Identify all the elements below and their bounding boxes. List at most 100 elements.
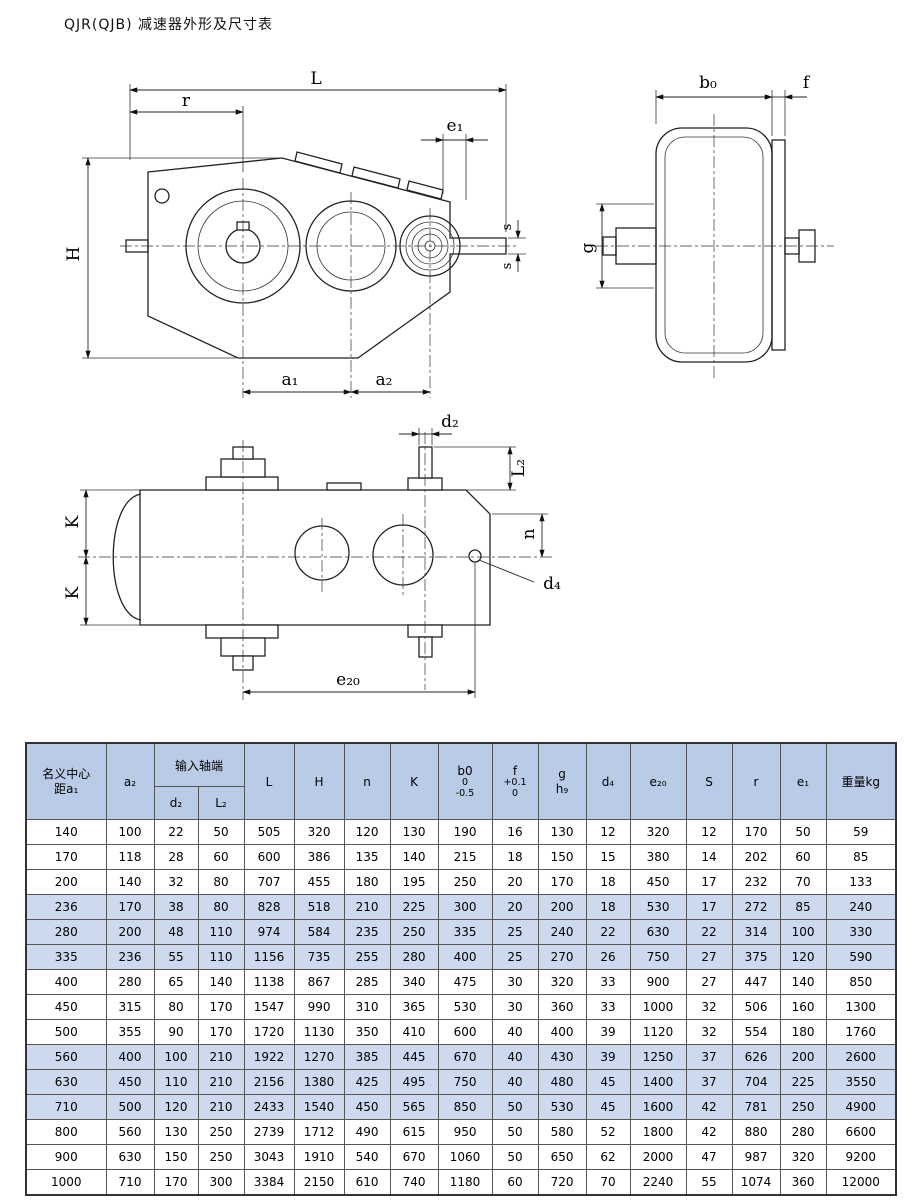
dim-label-a1: a₁ xyxy=(282,370,299,390)
table-cell: 450 xyxy=(629,869,687,895)
table-cell: 740 xyxy=(389,1169,439,1196)
table-cell: 670 xyxy=(437,1044,493,1070)
table-cell: 70 xyxy=(585,1169,631,1196)
table-cell: 360 xyxy=(779,1169,827,1196)
table-cell: 1180 xyxy=(437,1169,493,1196)
col-header-b0: b0 0 -0.5 xyxy=(437,742,493,820)
page-title: QJR(QJB) 减速器外形及尺寸表 xyxy=(64,17,274,33)
table-cell: 170 xyxy=(197,994,245,1020)
table-cell: 670 xyxy=(389,1144,439,1170)
table-cell: 135 xyxy=(343,844,391,870)
table-cell: 3384 xyxy=(243,1169,295,1196)
table-cell: 235 xyxy=(343,919,391,945)
table-cell: 250 xyxy=(197,1144,245,1170)
table-cell: 386 xyxy=(293,844,345,870)
dim-label-L: L xyxy=(310,69,321,89)
col-header-n: n xyxy=(343,742,391,820)
table-cell: 320 xyxy=(779,1144,827,1170)
table-cell: 1138 xyxy=(243,969,295,995)
table-cell: 335 xyxy=(25,944,107,970)
table-cell: 310 xyxy=(343,994,391,1020)
table-cell: 55 xyxy=(685,1169,733,1196)
table-cell: 280 xyxy=(779,1119,827,1145)
d4-hole xyxy=(468,549,482,563)
table-cell: 1300 xyxy=(825,994,897,1020)
table-cell: 170 xyxy=(153,1169,199,1196)
table-cell: 450 xyxy=(105,1069,155,1095)
table-cell: 500 xyxy=(105,1094,155,1120)
table-cell: 180 xyxy=(779,1019,827,1045)
table-cell: 85 xyxy=(825,844,897,870)
table-cell: 22 xyxy=(585,919,631,945)
table-cell: 38 xyxy=(153,894,199,920)
table-cell: 560 xyxy=(105,1119,155,1145)
table-cell: 250 xyxy=(389,919,439,945)
table-cell: 65 xyxy=(153,969,199,995)
table-cell: 90 xyxy=(153,1019,199,1045)
table-cell: 50 xyxy=(491,1094,539,1120)
table-cell: 750 xyxy=(437,1069,493,1095)
table-cell: 340 xyxy=(389,969,439,995)
table-cell: 250 xyxy=(197,1119,245,1145)
col-header-L2: L₂ xyxy=(197,786,245,820)
table-cell: 110 xyxy=(153,1069,199,1095)
table-cell: 1760 xyxy=(825,1019,897,1045)
table-cell: 80 xyxy=(153,994,199,1020)
table-cell: 365 xyxy=(389,994,439,1020)
table-cell: 100 xyxy=(153,1044,199,1070)
dim-label-d2: d₂ xyxy=(441,412,459,432)
table-cell: 850 xyxy=(825,969,897,995)
table-cell: 455 xyxy=(293,869,345,895)
table-cell: 1250 xyxy=(629,1044,687,1070)
table-cell: 480 xyxy=(537,1069,587,1095)
table-cell: 12 xyxy=(685,819,733,845)
output-shaft-flange-bottom xyxy=(205,624,279,639)
technical-drawing: L r H e₁ s s a₁ a₂ xyxy=(63,69,834,700)
table-cell: 33 xyxy=(585,994,631,1020)
table-cell: 210 xyxy=(197,1094,245,1120)
dim-label-L2: L₂ xyxy=(509,459,529,477)
table-cell: 25 xyxy=(491,919,539,945)
dim-label-g: g xyxy=(578,242,598,253)
table-cell: 15 xyxy=(585,844,631,870)
table-cell: 60 xyxy=(197,844,245,870)
table-cell: 490 xyxy=(343,1119,391,1145)
table-cell: 315 xyxy=(105,994,155,1020)
table-cell: 236 xyxy=(105,944,155,970)
table-cell: 240 xyxy=(537,919,587,945)
table-cell: 22 xyxy=(153,819,199,845)
table-cell: 160 xyxy=(779,994,827,1020)
col-header-r: r xyxy=(731,742,781,820)
dim-label-K-lower: K xyxy=(63,586,83,599)
col-header-weight: 重量kg xyxy=(825,742,897,820)
table-cell: 580 xyxy=(537,1119,587,1145)
table-cell: 100 xyxy=(105,819,155,845)
table-cell: 270 xyxy=(537,944,587,970)
table-cell: 50 xyxy=(779,819,827,845)
table-cell: 50 xyxy=(491,1144,539,1170)
dim-label-r: r xyxy=(182,91,191,111)
table-cell: 707 xyxy=(243,869,295,895)
table-cell: 425 xyxy=(343,1069,391,1095)
table-cell: 3043 xyxy=(243,1144,295,1170)
table-cell: 190 xyxy=(437,819,493,845)
table-cell: 540 xyxy=(343,1144,391,1170)
table-cell: 255 xyxy=(343,944,391,970)
table-cell: 60 xyxy=(491,1169,539,1196)
table-cell: 880 xyxy=(731,1119,781,1145)
table-cell: 375 xyxy=(731,944,781,970)
table-cell: 170 xyxy=(197,1019,245,1045)
table-cell: 630 xyxy=(629,919,687,945)
table-cell: 52 xyxy=(585,1119,631,1145)
table-cell: 70 xyxy=(779,869,827,895)
table-cell: 210 xyxy=(197,1069,245,1095)
table-cell: 240 xyxy=(825,894,897,920)
table-cell: 12 xyxy=(585,819,631,845)
col-header-input-shaft: 输入轴端 xyxy=(153,742,245,787)
table-cell: 300 xyxy=(437,894,493,920)
